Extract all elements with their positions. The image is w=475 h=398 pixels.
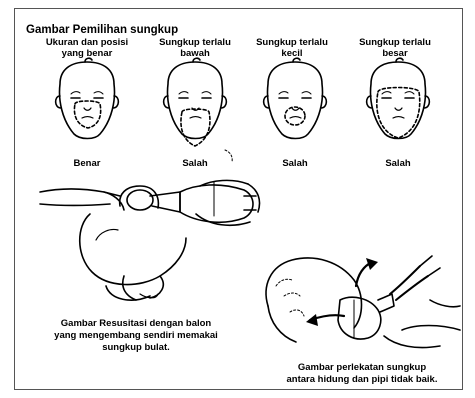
verdict-label-too-small: Salah xyxy=(265,158,325,169)
infant-face-mask-too-big xyxy=(367,58,430,138)
caption-resuscitation: Gambar Resusitasi dengan balon yang meng… xyxy=(36,318,236,354)
caption-line: Gambar perlekatan sungkup xyxy=(262,362,462,374)
caption-line: yang mengembang sendiri memakai xyxy=(36,330,236,342)
arrow-left-icon xyxy=(306,314,318,326)
infant-face-mask-too-low xyxy=(164,58,233,162)
caption-line: sungkup bulat. xyxy=(36,342,236,354)
infant-face-mask-too-small xyxy=(264,58,327,138)
caption-line: antara hidung dan pipi tidak baik. xyxy=(262,374,462,386)
verdict-label-too-big: Salah xyxy=(368,158,428,169)
infant-side-view-poor-seal xyxy=(266,256,460,348)
verdict-label-too-low: Salah xyxy=(165,158,225,169)
verdict-label-correct: Benar xyxy=(57,158,117,169)
caption-poor-seal: Gambar perlekatan sungkup antara hidung … xyxy=(262,362,462,386)
infant-resuscitation-illustration xyxy=(40,180,260,300)
infant-face-correct-mask xyxy=(56,58,119,138)
caption-line: Gambar Resusitasi dengan balon xyxy=(36,318,236,330)
